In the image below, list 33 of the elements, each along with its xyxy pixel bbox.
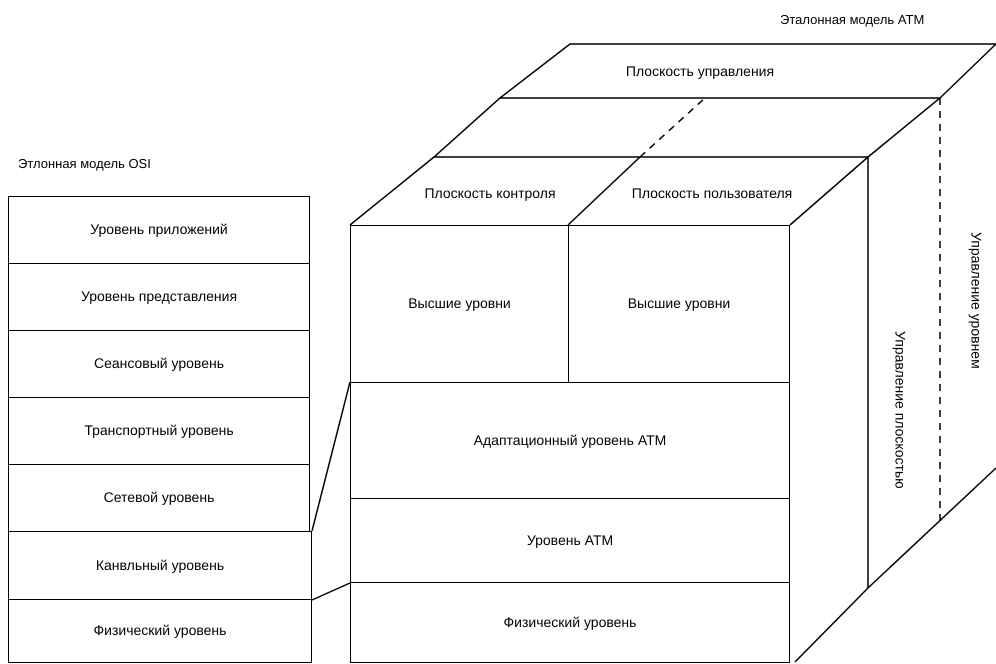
- layer-label: Физический уровень: [94, 622, 226, 640]
- layer-box: [8, 263, 310, 331]
- layer-box: [350, 225, 569, 383]
- layer-box: [8, 196, 310, 264]
- layer-label: Уровень ATM: [526, 532, 614, 550]
- connector-line: [311, 382, 351, 532]
- layer-label: Канвльный уровень: [96, 556, 224, 574]
- layer-label: Физический уровень: [504, 614, 636, 632]
- layer-label: Высшие уровни: [408, 295, 511, 313]
- layer-box: [568, 225, 790, 383]
- layer-box: [8, 531, 312, 600]
- layer-label: Адаптационный уровень ATM: [474, 432, 666, 450]
- layer-label: Уровень представления: [80, 288, 238, 306]
- model-title: Эталонная модель ATM: [780, 11, 924, 29]
- layer-label: Транспортный уровень: [84, 422, 234, 440]
- layer-box: [8, 464, 310, 532]
- model-title: Этлонная модель OSI: [18, 155, 151, 173]
- layer-box: [8, 599, 312, 663]
- plane-label: Плоскость контроля: [405, 180, 575, 206]
- layer-label: Уровень приложений: [90, 221, 228, 239]
- layer-box: [350, 582, 790, 663]
- layer-box: [350, 498, 790, 583]
- layer-label: Сетевой уровень: [104, 489, 214, 507]
- layer-box: [8, 330, 310, 398]
- side-plane-label: Управление уровнем: [962, 205, 990, 395]
- plane-label: Плоскость пользователя: [612, 180, 812, 206]
- connector-line: [312, 582, 350, 601]
- layer-box: [8, 397, 310, 465]
- layer-label: Сеансовый уровень: [94, 355, 224, 373]
- side-plane-label: Управление плоскостью: [886, 275, 914, 545]
- plane-label: Плоскость управления: [610, 58, 790, 84]
- layer-box: [350, 382, 790, 499]
- layer-label: Высшие уровни: [628, 295, 730, 313]
